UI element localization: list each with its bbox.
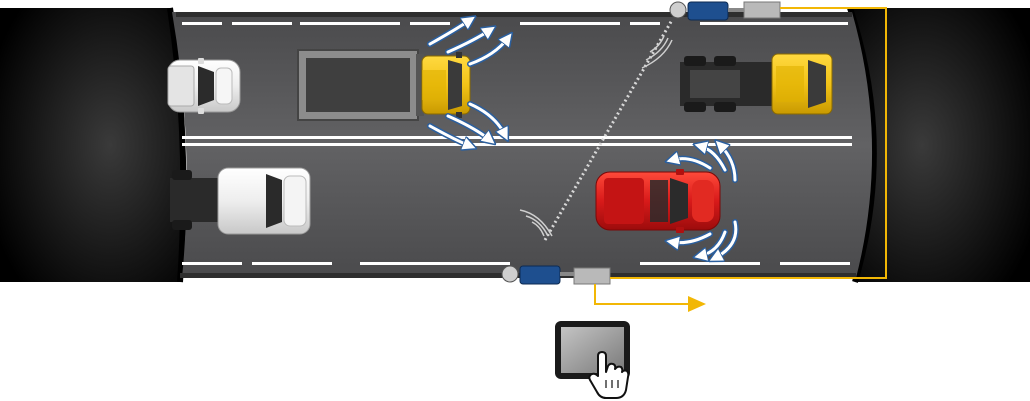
sensor-signal-waves-top	[641, 35, 673, 69]
display-device[interactable]	[555, 321, 630, 399]
lane-marking-top	[182, 22, 848, 25]
red-suv	[595, 169, 721, 233]
airflow-arrows-suv	[672, 145, 739, 258]
road	[172, 12, 873, 278]
tunnel-left	[0, 7, 187, 283]
sensor-signal-waves-bottom	[519, 209, 553, 237]
tunnel-right	[847, 7, 1030, 283]
yellow-dump-truck	[297, 49, 471, 121]
signal-arrow	[688, 296, 706, 312]
lane-divider	[182, 136, 852, 146]
sensor-unit-bottom	[501, 265, 611, 285]
white-semi-tractor	[170, 167, 311, 235]
lane-marking-bottom	[182, 262, 850, 265]
hand-pointer-icon	[588, 351, 630, 399]
airflow-arrows-dump-truck	[427, 20, 508, 146]
yellow-semi-tractor	[680, 53, 833, 115]
signal-lines	[594, 7, 887, 305]
sensor-unit-top	[669, 1, 781, 21]
white-pickup-truck	[167, 58, 241, 114]
